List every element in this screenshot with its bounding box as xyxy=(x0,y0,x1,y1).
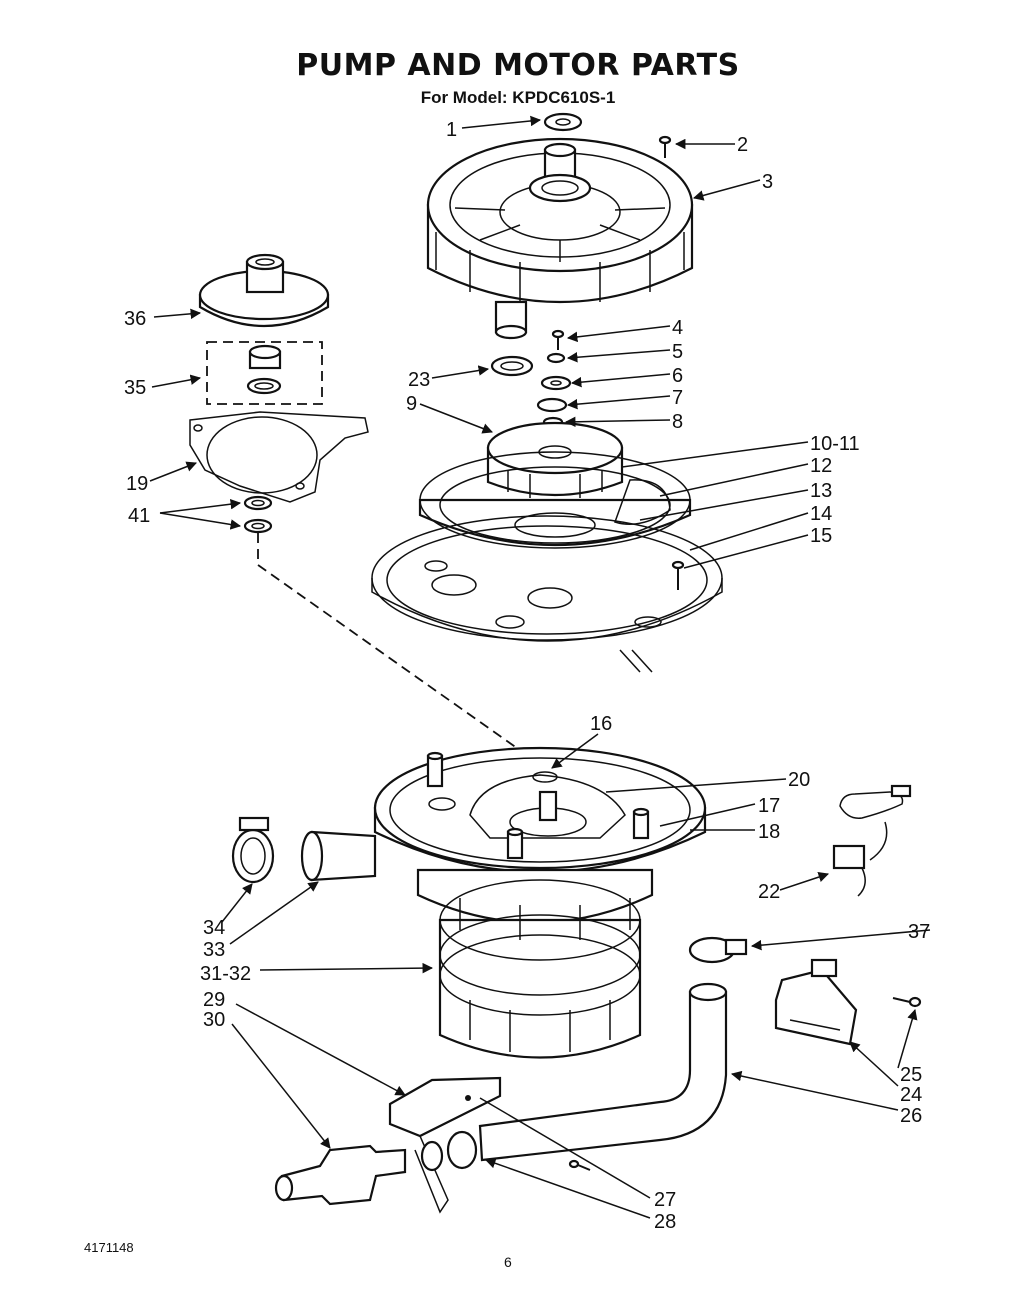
callout-29: 29 xyxy=(203,989,225,1011)
part-22-sensor xyxy=(832,784,912,897)
part-14-base-plate xyxy=(371,515,723,673)
callout-26: 26 xyxy=(900,1105,922,1127)
part-33-hose xyxy=(300,830,377,882)
part-3-upper-housing xyxy=(426,137,694,340)
callout-31-32: 31-32 xyxy=(200,963,251,985)
callout-7: 7 xyxy=(672,387,683,409)
callout-4: 4 xyxy=(672,317,683,339)
callout-30: 30 xyxy=(203,1009,225,1031)
part-7-retainer xyxy=(536,397,568,413)
callout-24: 24 xyxy=(900,1084,922,1106)
callout-8: 8 xyxy=(672,411,683,433)
part-27-screw xyxy=(568,1159,591,1171)
part-15-screw xyxy=(671,560,685,590)
callout-10-11: 10-11 xyxy=(810,433,860,455)
part-5-nut xyxy=(546,352,566,364)
part-4-screw xyxy=(551,329,565,350)
part-1-washer xyxy=(543,112,583,132)
part-25-screw xyxy=(892,996,922,1008)
part-41-o-rings xyxy=(243,495,273,534)
document-number: 4171148 xyxy=(84,1240,134,1255)
part-12-13-pump-housing xyxy=(418,451,692,549)
callout-13: 13 xyxy=(810,480,832,502)
part-2-screw xyxy=(658,135,672,158)
part-37-clamp xyxy=(688,936,748,964)
part-35-seal-assembly xyxy=(206,341,323,405)
callout-9: 9 xyxy=(406,393,417,415)
callout-18: 18 xyxy=(758,821,780,843)
callout-5: 5 xyxy=(672,341,683,363)
callout-35: 35 xyxy=(124,377,146,399)
part-31-32-motor xyxy=(416,868,654,1059)
callout-23: 23 xyxy=(408,369,430,391)
callout-14: 14 xyxy=(810,503,832,525)
assembly-line xyxy=(257,533,549,771)
leader-lines xyxy=(149,115,931,1219)
callout-33: 33 xyxy=(203,939,225,961)
callout-12: 12 xyxy=(810,455,832,477)
callout-34: 34 xyxy=(203,917,225,939)
callout-37: 37 xyxy=(908,921,930,943)
callout-1: 1 xyxy=(446,119,457,141)
part-9-impeller xyxy=(486,421,624,498)
callout-41: 41 xyxy=(128,505,150,527)
callout-28: 28 xyxy=(654,1211,676,1233)
part-26-drain-hose xyxy=(478,982,728,1162)
model-subtitle: For Model: KPDC610S-1 xyxy=(420,88,616,107)
callout-17: 17 xyxy=(758,795,780,817)
part-30-fitting xyxy=(274,1130,478,1206)
part-18-lower-base xyxy=(373,746,707,873)
callout-3: 3 xyxy=(762,171,773,193)
callout-22: 22 xyxy=(758,881,780,903)
callout-20: 20 xyxy=(788,769,810,791)
callout-25: 25 xyxy=(900,1064,922,1086)
callout-15: 15 xyxy=(810,525,832,547)
part-23-seal xyxy=(490,355,534,377)
part-36-cover xyxy=(198,253,330,328)
callout-27: 27 xyxy=(654,1189,676,1211)
part-19-gasket xyxy=(189,411,369,503)
callout-16: 16 xyxy=(590,713,612,735)
page-number: 6 xyxy=(504,1254,512,1270)
page-title: PUMP AND MOTOR PARTS xyxy=(296,48,740,83)
callout-6: 6 xyxy=(672,365,683,387)
callout-36: 36 xyxy=(124,308,146,330)
callout-19: 19 xyxy=(126,473,148,495)
part-34-clamp xyxy=(231,816,275,884)
part-24-relay xyxy=(774,958,858,1046)
part-6-washer xyxy=(540,375,572,391)
callout-2: 2 xyxy=(737,134,748,156)
